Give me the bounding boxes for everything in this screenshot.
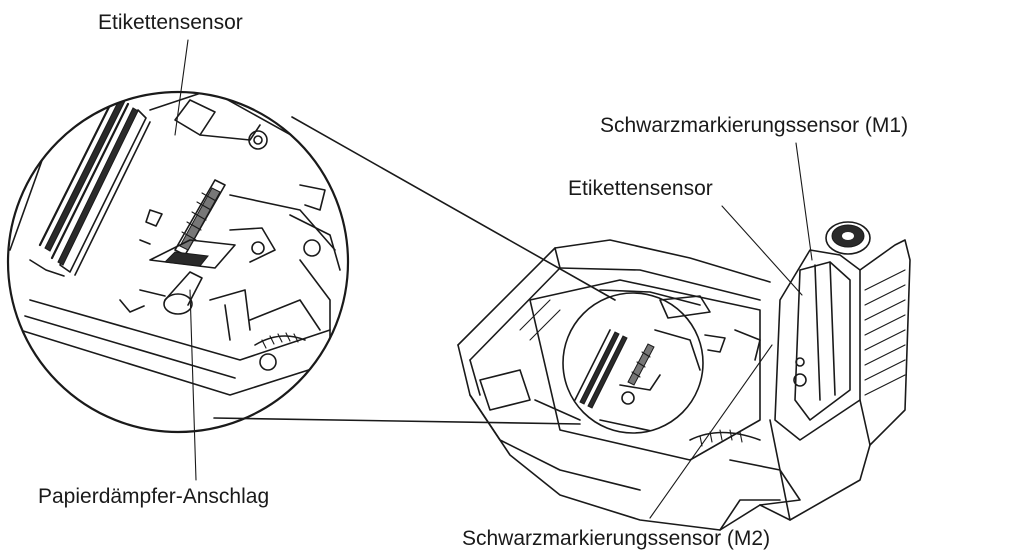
magnifier-connector-lines <box>213 116 616 425</box>
connector-line-bottom <box>213 417 581 425</box>
label-black-mark-m1: Schwarzmarkierungssensor (M1) <box>600 114 908 137</box>
magnified-detail <box>6 90 350 434</box>
leader-paper-damper-stop <box>189 289 197 481</box>
connector-line-top <box>291 116 616 301</box>
label-paper-damper-stop: Papierdämpfer-Anschlag <box>38 485 269 508</box>
leader-lines <box>174 39 813 519</box>
leader-black-mark-m1 <box>795 142 813 261</box>
label-etikettensensor-top: Etikettensensor <box>98 11 243 34</box>
printer-body <box>457 221 911 531</box>
label-black-mark-m2: Schwarzmarkierungssensor (M2) <box>462 527 770 550</box>
leader-black-mark-m2 <box>649 344 773 519</box>
leader-etikettensensor-mid <box>721 205 803 296</box>
detail-source-circle <box>562 292 704 434</box>
magnifier-circle <box>6 90 350 434</box>
label-etikettensensor-mid: Etikettensensor <box>568 177 713 200</box>
leader-etikettensensor-top <box>174 39 189 136</box>
